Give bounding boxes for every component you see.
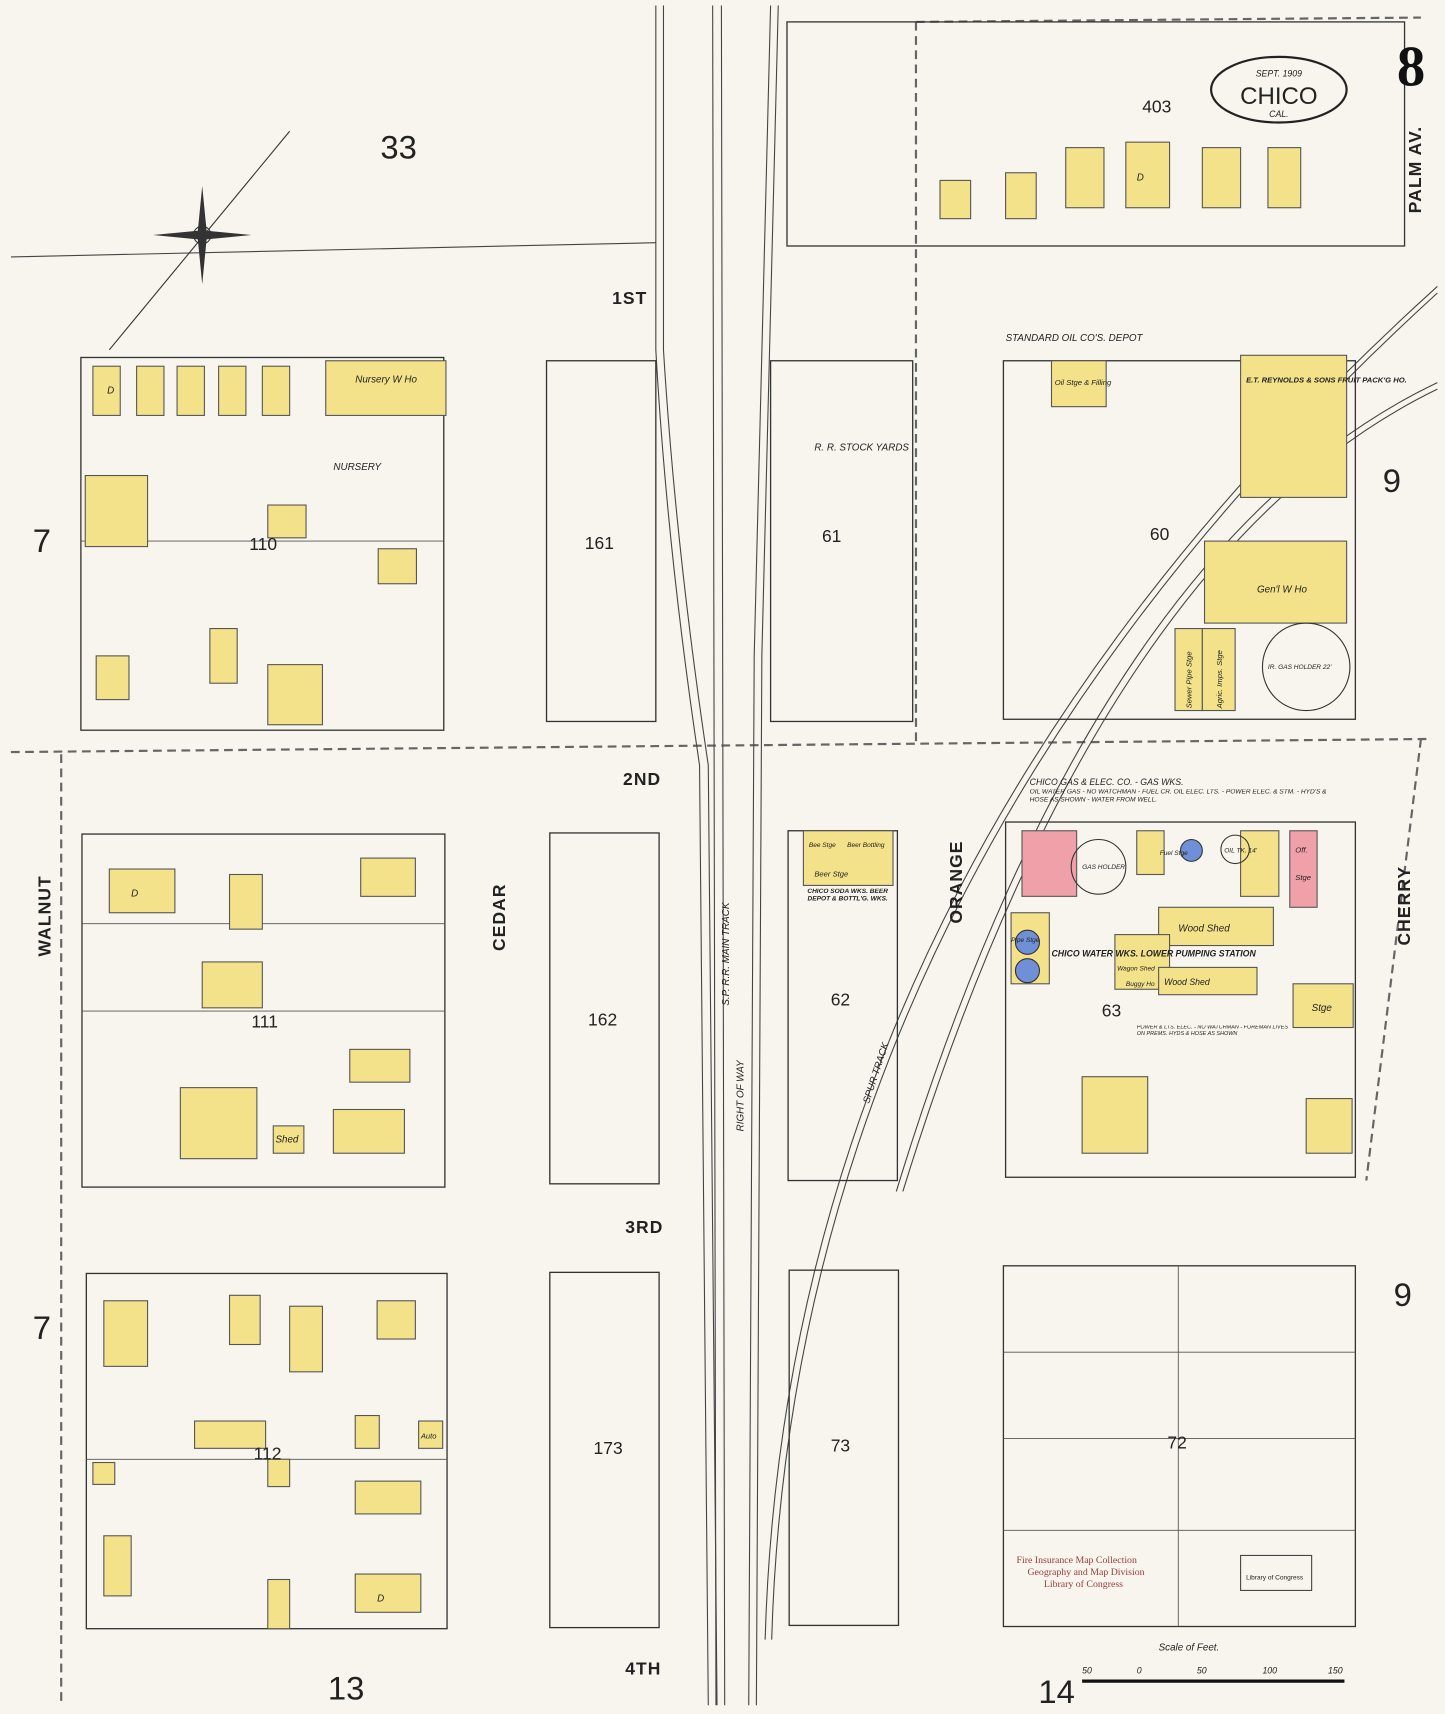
- block-number: 110: [249, 534, 277, 554]
- dwelling-label: D: [131, 888, 138, 899]
- street-first: 1ST: [612, 288, 647, 308]
- fuel-stge-label: Fuel Stge: [1160, 850, 1188, 857]
- wood-shed-2-label: Wood Shed: [1164, 977, 1211, 987]
- block-number: 62: [831, 990, 850, 1010]
- scale-tick: 50: [1082, 1666, 1092, 1676]
- street-second: 2ND: [623, 769, 661, 789]
- second-street-line: [10, 737, 1432, 754]
- office-label: Off.: [1295, 846, 1307, 855]
- beer-bottling-label: Beer Bottling: [847, 842, 885, 849]
- water-works-note: POWER & LTS. ELEC. - NO WATCHMAN - FOREM…: [1136, 1025, 1288, 1038]
- gas-works-label: CHICO GAS & ELEC. CO. - GAS WKS.: [1030, 777, 1184, 787]
- street-palm: PALM AV.: [1405, 126, 1425, 213]
- first-street-edge: [10, 242, 656, 258]
- street-names: 1ST 2ND 3RD 4TH WALNUT CEDAR ORANGE CHER…: [34, 126, 1425, 1679]
- adjacent-sheet-left-upper: 7: [33, 522, 51, 559]
- scale-tick: 50: [1197, 1666, 1207, 1676]
- stamp-line3: Library of Congress: [1044, 1579, 1123, 1590]
- adjacent-sheet-right-lower: 9: [1394, 1276, 1412, 1313]
- block-number: 61: [822, 526, 841, 546]
- oil-stge-label: Oil Stge & Filling: [1055, 378, 1112, 387]
- block-numbers: 403 110 161 61 60 111 162 62 63 112 173 …: [249, 97, 1187, 1464]
- scale-tick: 150: [1328, 1666, 1343, 1676]
- block-number: 111: [251, 1012, 278, 1032]
- right-of-way-label: RIGHT OF WAY: [735, 1059, 746, 1131]
- genl-wh-label: Gen'l W Ho: [1257, 584, 1307, 595]
- adjacent-sheet-bottom-right: 14: [1038, 1673, 1074, 1710]
- street-fourth: 4TH: [625, 1659, 661, 1679]
- gas-works-note-box: OIL WATER GAS - NO WATCHMAN - FUEL CR. O…: [1029, 789, 1327, 804]
- oil-tank-label: OIL TK. 14': [1224, 848, 1258, 855]
- stamp-line2: Geography and Map Division: [1027, 1567, 1144, 1578]
- adjacent-sheet-left-lower: 7: [33, 1309, 51, 1346]
- street-third: 3RD: [625, 1217, 663, 1237]
- stamp-box-text: Library of Congress: [1246, 1574, 1304, 1581]
- block-number: 112: [254, 1443, 282, 1463]
- agric-label: Agric. Imps. Stge: [1215, 650, 1224, 709]
- standard-oil-label: STANDARD OIL CO'S. DEPOT: [1006, 333, 1144, 344]
- stge-2-label: Stge: [1312, 1003, 1333, 1014]
- title-cartouche: SEPT. 1909 CHICO CAL.: [1209, 55, 1348, 124]
- dwelling-label: D: [377, 1593, 384, 1604]
- sewer-pipe-label: Sewer Pipe Stge: [1184, 651, 1193, 708]
- pipe-stge-label: Pipe Stge: [1011, 937, 1040, 944]
- iron-gas-holder-label: IR. GAS HOLDER 22': [1268, 664, 1332, 671]
- street-orange: ORANGE: [946, 840, 966, 923]
- scale-title: Scale of Feet.: [1159, 1643, 1220, 1654]
- scale-bar: Scale of Feet. 50 0 50 100 150: [1082, 1643, 1345, 1683]
- stamp-line1: Fire Insurance Map Collection: [1017, 1555, 1137, 1566]
- water-works-note-box: POWER & LTS. ELEC. - NO WATCHMAN - FOREM…: [1136, 1025, 1288, 1038]
- beer-stge-label: Beer Stge: [814, 870, 848, 879]
- library-stamp: Fire Insurance Map Collection Geography …: [1017, 1554, 1313, 1591]
- gas-works-tanks: [1014, 622, 1351, 984]
- buildings: [84, 141, 1354, 1630]
- stock-yards-label: R. R. STOCK YARDS: [814, 442, 909, 453]
- block-number: 72: [1167, 1432, 1186, 1452]
- shed-label: Shed: [275, 1134, 298, 1145]
- buggy-ho-label: Buggy Ho: [1126, 981, 1155, 988]
- main-track-label: S.P. R.R. MAIN TRACK: [721, 902, 732, 1005]
- scale-tick: 0: [1137, 1666, 1142, 1676]
- wood-shed-label: Wood Shed: [1178, 923, 1230, 934]
- block-number: 403: [1142, 97, 1171, 117]
- block-number: 63: [1102, 1001, 1121, 1021]
- street-walnut: WALNUT: [34, 875, 54, 956]
- dwelling-label: D: [1137, 172, 1144, 183]
- block-number: 162: [588, 1009, 617, 1029]
- compass-rose-icon: [108, 130, 291, 351]
- block-number: 161: [585, 533, 614, 553]
- adjacent-sheet-right-upper: 9: [1383, 462, 1401, 499]
- soda-works-label: CHICO SODA WKS. BEER DEPOT & BOTTL'G. WK…: [807, 888, 888, 903]
- nursery-label: NURSERY: [333, 462, 382, 473]
- soda-works-box: CHICO SODA WKS. BEER DEPOT & BOTTL'G. WK…: [807, 888, 888, 903]
- sheet-number: 8: [1397, 35, 1425, 98]
- auto-label: Auto: [420, 1431, 437, 1440]
- dwelling-label: D: [107, 386, 114, 397]
- adjacent-sheet-bottom-left: 13: [328, 1670, 364, 1707]
- cartouche-date: SEPT. 1909: [1256, 69, 1302, 79]
- nursery-wh-label: Nursery W Ho: [355, 375, 417, 386]
- bee-stge-label: Bee Stge: [809, 842, 836, 849]
- cartouche-state: CAL.: [1269, 109, 1288, 119]
- scale-tick: 100: [1262, 1666, 1277, 1676]
- adjacent-sheet-top-left: 33: [380, 129, 416, 166]
- block-number: 73: [831, 1436, 850, 1456]
- block-outlines: [80, 21, 1406, 1630]
- stge-label: Stge: [1295, 873, 1311, 882]
- gas-works-note: OIL WATER GAS - NO WATCHMAN - FUEL CR. O…: [1029, 789, 1327, 804]
- cherry-street-line: [1365, 738, 1423, 1181]
- street-cherry: CHERRY: [1394, 866, 1414, 946]
- wagon-shed-label: Wagon Shed: [1117, 966, 1155, 973]
- block-number: 173: [594, 1438, 623, 1458]
- water-works-label: CHICO WATER WKS. LOWER PUMPING STATION: [1052, 948, 1257, 958]
- cartouche-city: CHICO: [1240, 83, 1317, 110]
- block-number: 60: [1150, 524, 1170, 544]
- reynolds-label: E.T. REYNOLDS & SONS FRUIT PACK'G HO.: [1246, 376, 1407, 385]
- gas-holder-label: GAS HOLDER: [1082, 864, 1125, 871]
- street-cedar: CEDAR: [489, 883, 509, 951]
- building-labels: NURSERY Nursery W Ho STANDARD OIL CO'S. …: [107, 172, 1407, 1604]
